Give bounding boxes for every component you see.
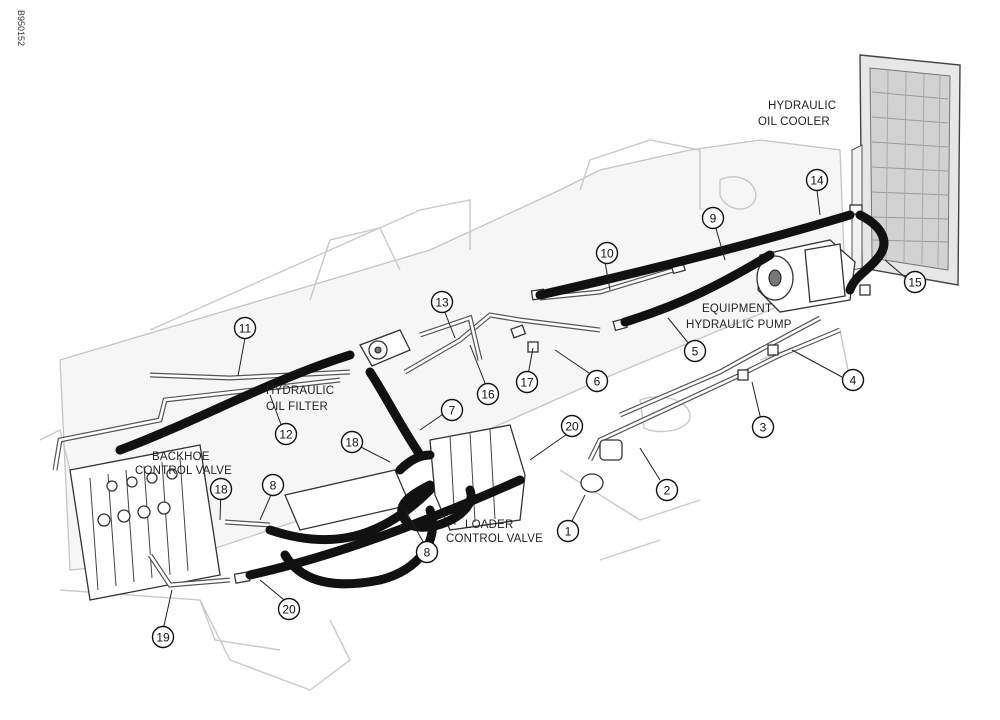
hydraulic-oil-cooler [851,54,961,286]
svg-text:20: 20 [282,603,296,617]
label-oil-cooler-line2: OIL COOLER [758,116,830,128]
svg-text:8: 8 [270,479,277,493]
callout-18b: 18 [209,477,233,501]
label-backhoe-line1: BACKHOE [152,451,210,463]
callout-13: 13 [430,290,454,314]
callout-2: 2 [655,478,679,502]
callout-15: 15 [903,270,927,294]
callout-20a: 20 [560,414,584,438]
svg-text:11: 11 [239,322,252,336]
callout-3: 3 [751,415,775,439]
svg-text:5: 5 [692,345,699,359]
svg-text:4: 4 [850,374,857,388]
label-backhoe-line2: CONTROL VALVE [135,465,232,477]
callout-8a: 8 [261,473,285,497]
svg-text:12: 12 [279,428,293,442]
svg-text:2: 2 [664,484,671,498]
label-filter-line1: HYDRAULIC [266,385,334,397]
hydraulic-oil-filter [359,329,411,367]
callout-5: 5 [683,339,707,363]
svg-text:17: 17 [520,376,534,390]
svg-text:20: 20 [565,420,579,434]
svg-text:10: 10 [600,247,614,261]
svg-text:18: 18 [214,483,228,497]
callout-9: 9 [701,206,725,230]
callout-17: 17 [515,370,539,394]
equipment-hydraulic-pump [756,239,856,313]
callout-11: 11 [233,316,257,340]
callout-20b: 20 [277,597,301,621]
callout-6: 6 [585,369,609,393]
svg-text:13: 13 [435,296,449,310]
label-loader-line2: CONTROL VALVE [446,533,543,545]
component-labels: HYDRAULIC OIL COOLER EQUIPMENT HYDRAULIC… [135,100,836,545]
svg-text:18: 18 [345,436,359,450]
reference-code: B950152 [16,10,26,46]
callout-leaders [162,189,907,631]
flexible-hoses [115,210,889,589]
callout-10: 10 [595,241,619,265]
svg-text:8: 8 [424,546,431,560]
callout-18a: 18 [340,430,364,454]
callout-7: 7 [440,398,464,422]
svg-text:9: 9 [710,212,717,226]
svg-text:19: 19 [156,631,170,645]
callout-4: 4 [841,368,865,392]
label-oil-cooler-line1: HYDRAULIC [768,100,836,112]
callout-8b: 8 [415,540,439,564]
callout-14: 14 [805,168,829,192]
svg-text:16: 16 [481,388,495,402]
callout-16: 16 [476,382,500,406]
callout-19: 19 [151,625,175,649]
label-loader-line1: LOADER [465,519,514,531]
label-pump-line2: HYDRAULIC PUMP [686,319,792,331]
svg-text:1: 1 [565,525,572,539]
label-filter-line2: OIL FILTER [266,401,328,413]
svg-text:15: 15 [908,276,922,290]
label-pump-line1: EQUIPMENT [702,303,772,315]
svg-text:14: 14 [810,174,824,188]
backhoe-control-valve [69,444,221,601]
callout-12: 12 [274,422,298,446]
svg-text:6: 6 [594,375,601,389]
svg-text:3: 3 [760,421,767,435]
callout-1: 1 [556,519,580,543]
svg-text:7: 7 [449,404,456,418]
